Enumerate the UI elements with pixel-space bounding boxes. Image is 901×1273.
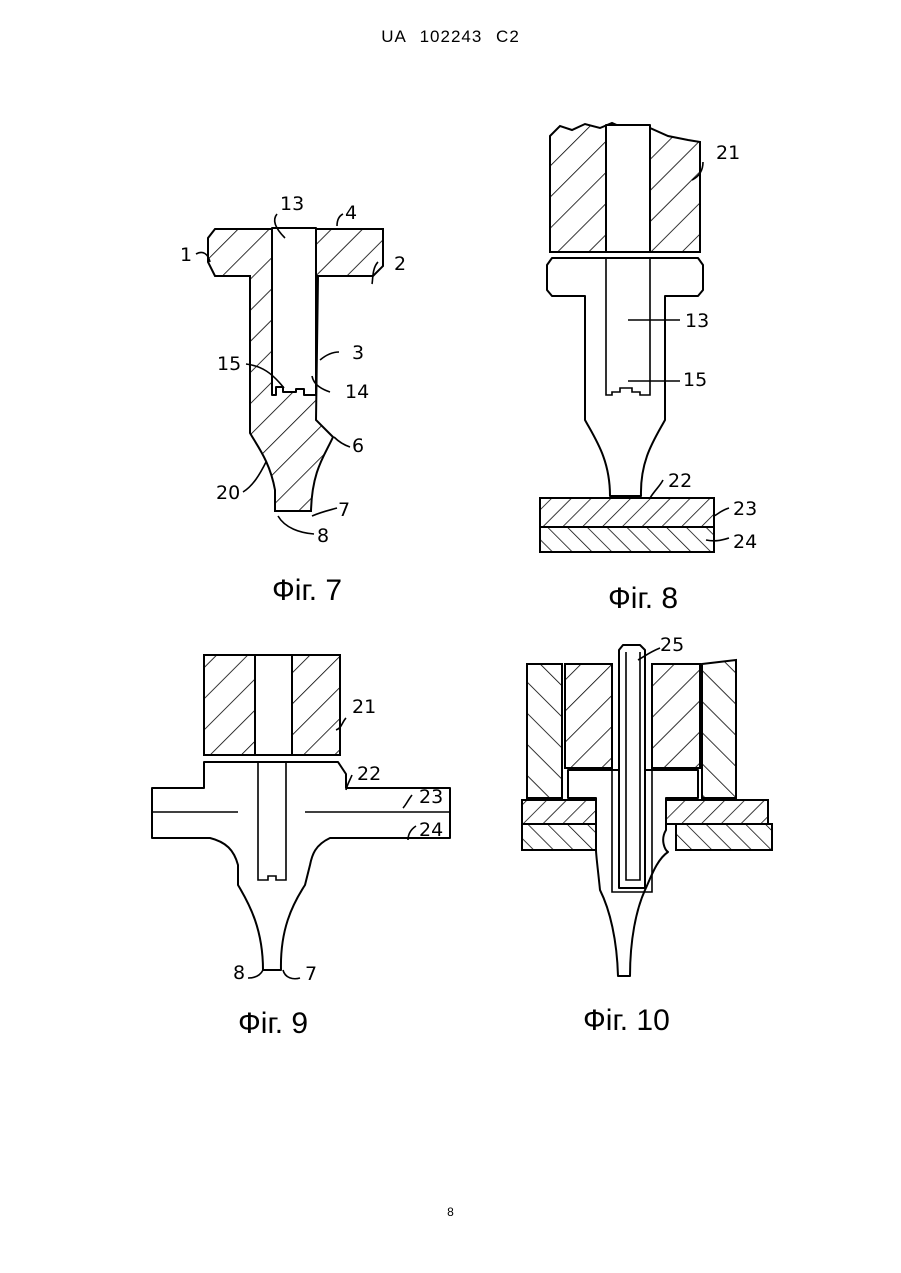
fig10-inner-die-right	[652, 664, 700, 768]
fig7-label-4: 4	[345, 202, 357, 224]
fig7-label-13: 13	[280, 193, 304, 215]
fig9-label-22: 22	[357, 763, 381, 785]
fig7-label-8: 8	[317, 525, 329, 547]
fig7-label-1: 1	[180, 244, 192, 266]
figure-10: 25	[522, 634, 772, 976]
fig8-rivet	[547, 258, 703, 496]
fig7-label-2: 2	[394, 253, 406, 275]
fig10-inner-die-left	[565, 664, 612, 768]
fig7-label-3: 3	[352, 342, 364, 364]
fig10-label-25: 25	[660, 634, 684, 656]
fig10-outer-die-right	[702, 660, 736, 798]
fig10-caption: Фіг. 10	[583, 1004, 670, 1038]
page-number: 8	[0, 1205, 901, 1219]
fig9-label-23: 23	[419, 786, 443, 808]
fig8-label-23: 23	[733, 498, 757, 520]
fig7-label-15: 15	[217, 353, 241, 375]
fig7-caption: Фіг. 7	[272, 574, 342, 608]
fig8-caption: Фіг. 8	[608, 582, 678, 616]
fig9-label-7: 7	[305, 963, 317, 985]
fig7-label-6: 6	[352, 435, 364, 457]
fig8-label-24: 24	[733, 531, 757, 553]
fig8-sheet-23	[540, 498, 714, 527]
fig8-sheet-24	[540, 527, 714, 552]
fig9-label-24: 24	[419, 819, 443, 841]
fig8-label-21: 21	[716, 142, 740, 164]
fig7-label-7: 7	[338, 499, 350, 521]
fig9-caption: Фіг. 9	[238, 1007, 308, 1041]
fig8-label-15: 15	[683, 369, 707, 391]
fig7-label-14: 14	[345, 381, 369, 403]
fig9-sheets	[152, 762, 450, 970]
fig7-bore	[272, 228, 316, 395]
figure-7: 13 4 1 2 3 15 14 6 20 7 8	[180, 193, 406, 547]
fig10-upper-sheet	[522, 800, 598, 824]
figure-8: 21 13 15 22 23 24	[540, 123, 757, 553]
fig10-lower-sheet	[522, 824, 596, 850]
figure-9: 21 22 23 24 8 7	[152, 655, 450, 985]
fig8-label-13: 13	[685, 310, 709, 332]
fig9-label-21: 21	[352, 696, 376, 718]
fig7-label-20: 20	[216, 482, 240, 504]
fig10-lower-sheet-r	[676, 824, 772, 850]
fig10-outer-die-left	[527, 664, 562, 798]
fig10-upper-sheet-r	[666, 800, 768, 824]
fig9-label-8: 8	[233, 962, 245, 984]
fig10-mandrel-25	[619, 645, 645, 888]
fig8-label-22: 22	[668, 470, 692, 492]
